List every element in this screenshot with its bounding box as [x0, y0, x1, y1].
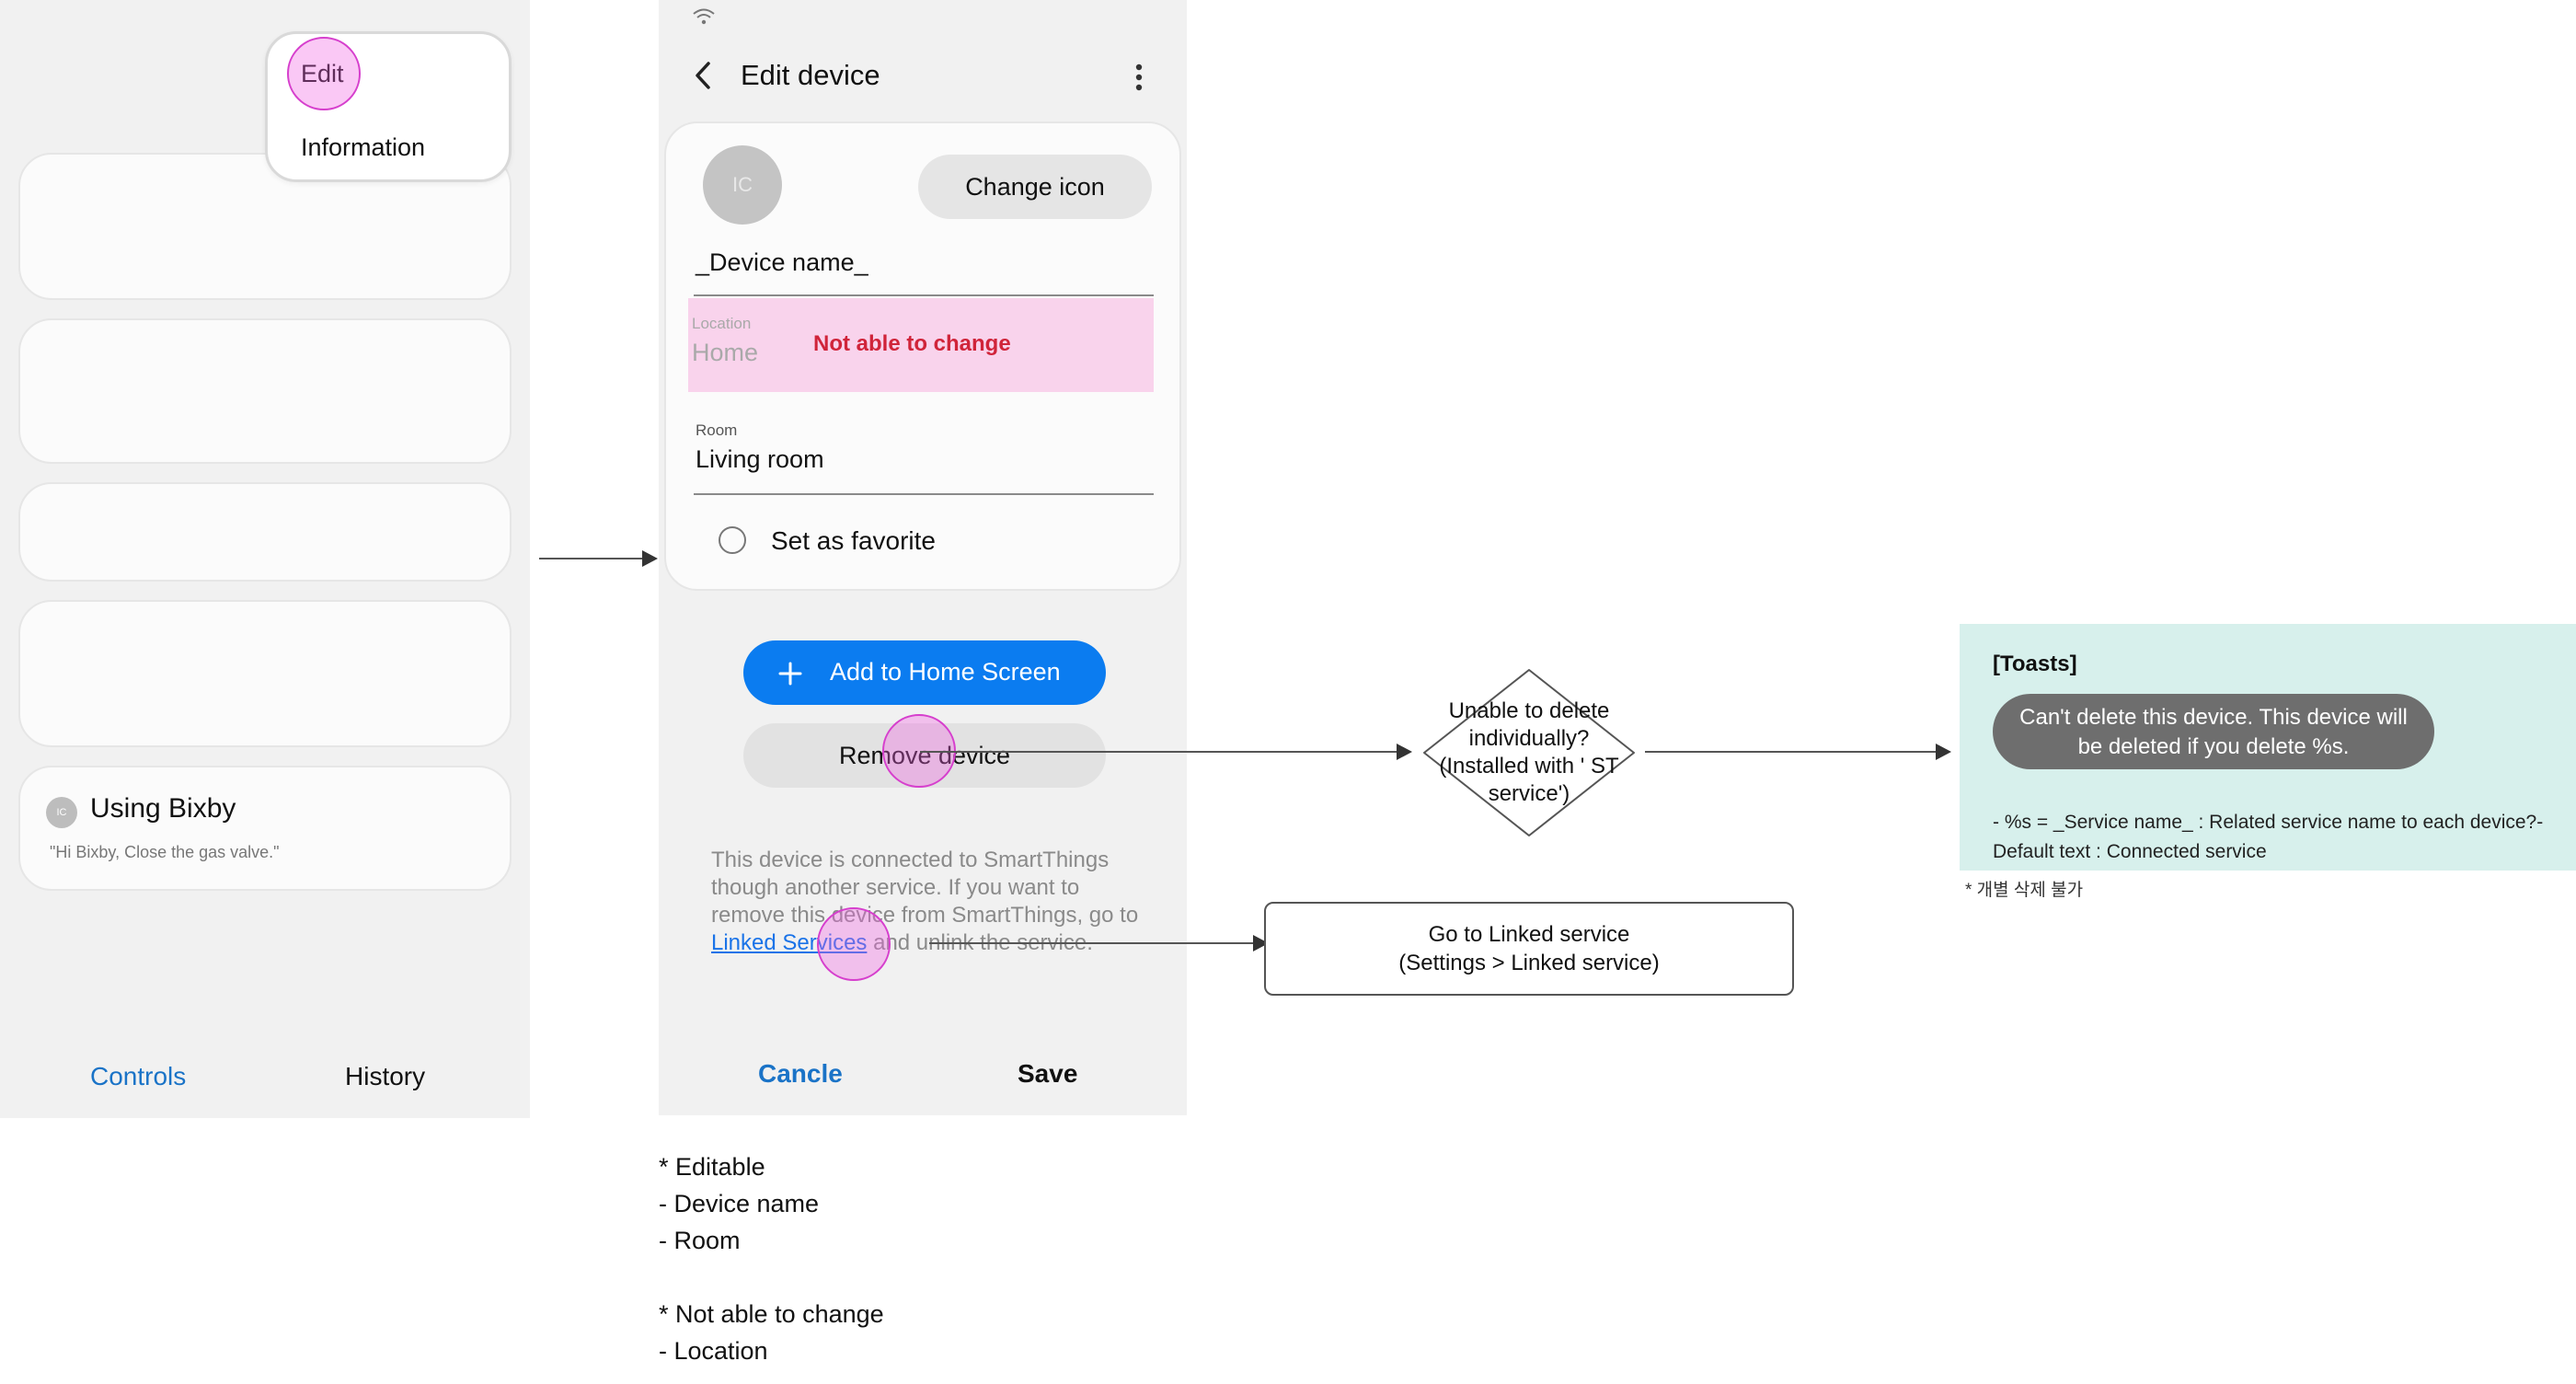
tab-controls[interactable]: Controls — [90, 1062, 187, 1090]
device-screen: IC Using Bixby "Hi Bixby, Close the gas … — [0, 0, 530, 1118]
korean-note: * 개별 삭제 불가 — [1965, 881, 2084, 900]
back-arrow-icon[interactable] — [692, 61, 716, 90]
toasts-panel: [Toasts] Can't delete this device. This … — [1960, 624, 2576, 871]
notes-editable: * Editable - Device name - Room * Not ab… — [659, 1148, 884, 1369]
note-line: - Location — [659, 1337, 768, 1365]
divider — [694, 294, 1154, 296]
more-vertical-icon[interactable] — [1133, 63, 1144, 92]
toasts-heading: [Toasts] — [1993, 652, 2077, 676]
device-card[interactable] — [18, 482, 512, 582]
linked-service-line1: Go to Linked service — [1428, 922, 1630, 947]
arrowhead — [642, 550, 658, 567]
menu-item-information[interactable]: Information — [301, 133, 426, 161]
location-label: Location — [692, 315, 752, 332]
arrowhead — [1397, 744, 1412, 760]
favorite-label: Set as favorite — [771, 526, 936, 555]
toast-note: - %s = _Service name_ : Related service … — [1993, 812, 2544, 862]
favorite-radio[interactable] — [719, 526, 746, 554]
location-field: Location Home Not able to change — [688, 298, 1154, 392]
room-field[interactable]: Living room — [696, 445, 824, 473]
save-button[interactable]: Save — [1018, 1059, 1078, 1088]
divider — [694, 493, 1154, 495]
linked-service-info: This device is connected to SmartThings … — [711, 847, 1151, 957]
wifi-icon — [693, 8, 715, 25]
room-label: Room — [696, 421, 738, 439]
page-title: Edit device — [741, 59, 880, 91]
linked-service-box: Go to Linked service (Settings > Linked … — [1264, 902, 1794, 996]
add-to-home-button[interactable]: Add to Home Screen — [743, 640, 1106, 705]
location-value: Home — [692, 339, 759, 366]
touch-indicator — [817, 907, 891, 981]
flow-connector — [1645, 751, 1938, 753]
cancel-button[interactable]: Cancle — [758, 1059, 843, 1088]
note-line: * Not able to change — [659, 1300, 884, 1328]
add-to-home-label: Add to Home Screen — [830, 658, 1061, 686]
bixby-example: "Hi Bixby, Close the gas valve." — [50, 843, 280, 861]
linked-service-line2: (Settings > Linked service) — [1398, 951, 1660, 975]
toast-message: Can't delete this device. This device wi… — [1993, 694, 2434, 769]
note-line: - Room — [659, 1227, 741, 1254]
device-icon: IC — [703, 145, 782, 225]
touch-indicator — [287, 37, 361, 110]
device-name-field[interactable]: _Device name_ — [696, 248, 868, 276]
bixby-icon: IC — [46, 797, 77, 828]
decision-diamond — [1423, 669, 1635, 836]
plus-icon — [778, 662, 802, 686]
bixby-title: Using Bixby — [90, 793, 236, 824]
arrowhead — [1936, 744, 1951, 760]
flow-connector — [539, 558, 642, 559]
flow-connector — [920, 751, 1398, 753]
edit-device-screen: Edit device IC Change icon _Device name_… — [659, 0, 1187, 1115]
bixby-card[interactable]: IC Using Bixby "Hi Bixby, Close the gas … — [18, 766, 512, 891]
note-line: * Editable — [659, 1153, 765, 1181]
note-line: - Device name — [659, 1190, 820, 1217]
tab-history[interactable]: History — [345, 1062, 426, 1090]
change-icon-button[interactable]: Change icon — [918, 155, 1152, 219]
device-card[interactable] — [18, 318, 512, 464]
info-text: This device is connected to SmartThings … — [711, 848, 1139, 928]
location-annotation: Not able to change — [813, 331, 1011, 356]
device-settings-card: IC Change icon _Device name_ Location Ho… — [664, 121, 1181, 591]
flow-connector — [929, 942, 1255, 944]
decision-label: Unable to delete individually? (Installe… — [1439, 698, 1619, 806]
device-card[interactable] — [18, 600, 512, 747]
